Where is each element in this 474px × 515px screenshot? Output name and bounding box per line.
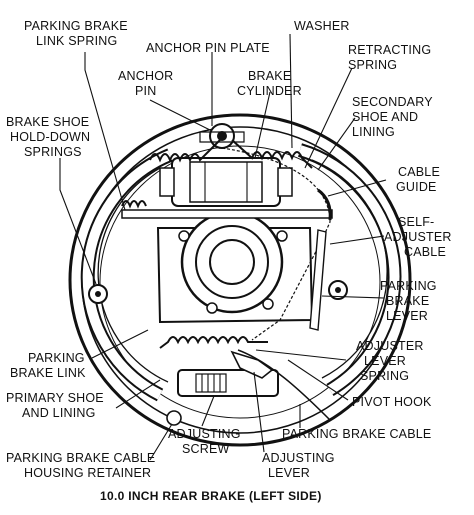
label-anchor-pin: ANCHOR PIN [118, 69, 177, 98]
label-retracting-spring: RETRACTING SPRING [348, 43, 435, 72]
labels: PARKING BRAKE LINK SPRING WASHER ANCHOR … [6, 19, 455, 480]
hub [156, 210, 314, 324]
adjusting-screw [177, 369, 279, 397]
label-washer: WASHER [294, 19, 350, 33]
label-adjusting-screw: ADJUSTING SCREW [168, 427, 244, 456]
label-self-adjuster-cable: SELF- ADJUSTER CABLE [384, 215, 455, 259]
leader-lines [59, 33, 387, 461]
label-adjuster-lever-spring: ADJUSTER LEVER SPRING [356, 339, 427, 383]
cable-guide [317, 188, 332, 221]
parking-brake-link [121, 209, 333, 219]
label-brake-shoe-holddown-springs: BRAKE SHOE HOLD-DOWN SPRINGS [6, 115, 94, 159]
label-adjusting-lever: ADJUSTING LEVER [262, 451, 338, 480]
brake-assembly-drawing [68, 113, 412, 447]
label-parking-brake-cable: PARKING BRAKE CABLE [282, 427, 431, 441]
link-spring [121, 200, 147, 209]
label-pivot-hook: PIVOT HOOK [352, 395, 432, 409]
figure-caption: 10.0 INCH REAR BRAKE (LEFT SIDE) [100, 489, 322, 503]
label-anchor-pin-plate: ANCHOR PIN PLATE [146, 41, 270, 55]
parking-brake-cable [237, 349, 331, 421]
label-parking-brake-link: PARKING BRAKE LINK [10, 351, 88, 380]
brake-cylinder [159, 157, 293, 207]
retracting-spring-right [231, 139, 313, 169]
cable-housing-retainer [166, 410, 182, 426]
label-primary-shoe-lining: PRIMARY SHOE AND LINING [6, 391, 108, 420]
adjusting-lever [230, 350, 274, 379]
label-parking-brake-cable-housing-retainer: PARKING BRAKE CABLE HOUSING RETAINER [6, 451, 159, 480]
label-cable-guide: CABLE GUIDE [396, 165, 444, 194]
anchor-pin [199, 123, 245, 149]
label-parking-brake-lever: PARKING BRAKE LEVER [380, 279, 440, 323]
parking-brake-lever [309, 229, 327, 331]
label-brake-cylinder: BRAKE CYLINDER [237, 69, 302, 98]
label-parking-brake-link-spring: PARKING BRAKE LINK SPRING [24, 19, 131, 48]
adjuster-spring-bottom [159, 336, 268, 349]
label-secondary-shoe-lining: SECONDARY SHOE AND LINING [352, 95, 436, 139]
self-adjuster-cable [221, 147, 331, 341]
retracting-spring-left [149, 139, 221, 163]
